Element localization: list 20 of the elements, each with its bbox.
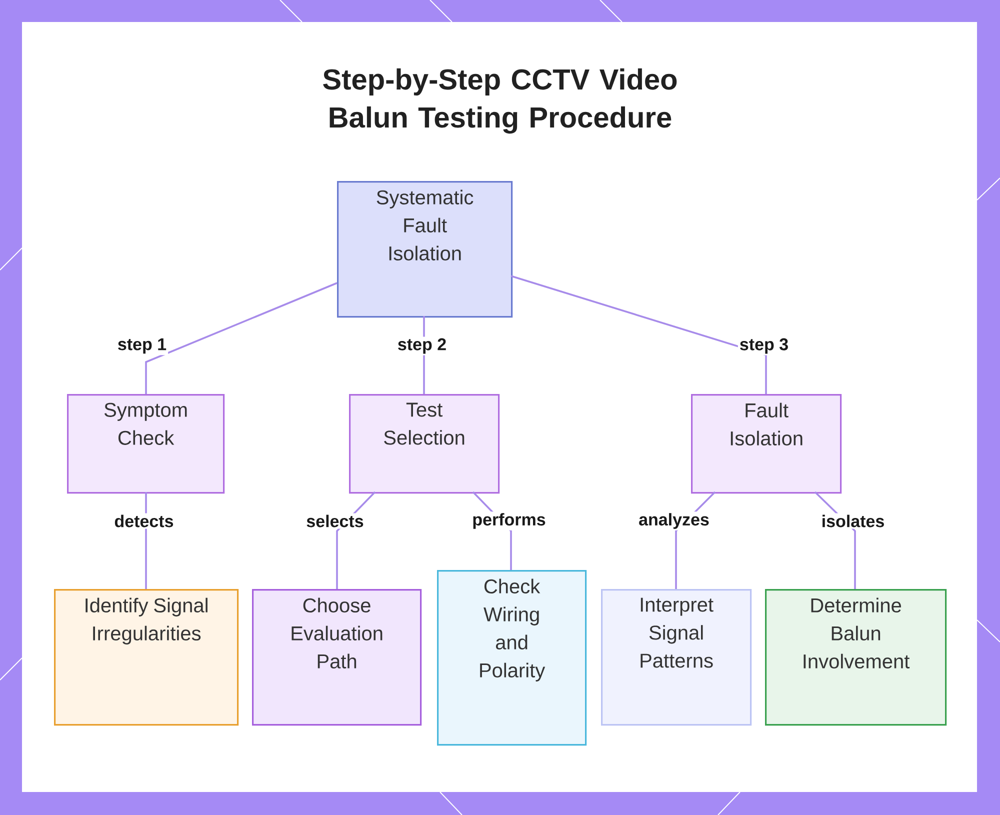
edge-label: selects [304, 513, 366, 529]
process-box: Choose Evaluation Path [252, 589, 422, 726]
title: Step-by-Step CCTV Video Balun Testing Procedure [323, 68, 677, 134]
edge-label: detects [112, 513, 176, 529]
edge-label: step 2 [396, 336, 448, 356]
connector-line [145, 282, 338, 394]
process-box: Identify Signal Irregularities [54, 589, 239, 726]
edge-label: analyzes [637, 512, 711, 530]
edge-label: performs [470, 512, 548, 530]
process-box: Determine Balun Involvement [765, 589, 947, 726]
process-box: Check Wiring and Polarity [437, 570, 587, 746]
process-box: Systematic Fault Isolation [337, 181, 513, 318]
process-box: Fault Isolation [691, 394, 842, 494]
process-box: Interpret Signal Patterns [601, 589, 752, 726]
process-box: Symptom Check [67, 394, 225, 494]
edge-label: step 1 [116, 336, 168, 356]
edge-label: step 3 [738, 336, 790, 356]
connector-line [510, 275, 767, 394]
process-box: Test Selection [349, 394, 500, 494]
edge-label: isolates [820, 513, 886, 529]
